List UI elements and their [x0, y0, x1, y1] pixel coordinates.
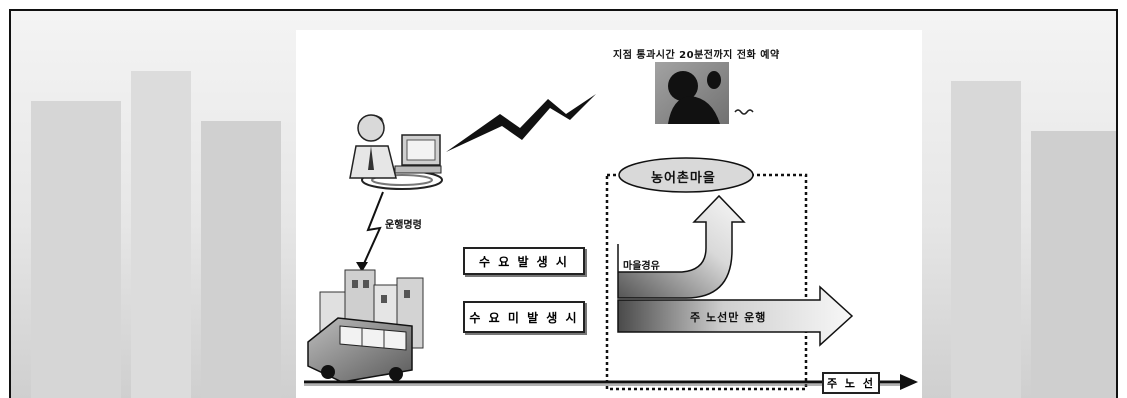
demand-zone-boundary: [605, 173, 808, 391]
background-building: [31, 101, 121, 398]
main-route-label: 주 노 선: [822, 372, 880, 394]
dispatch-arrow: [356, 191, 384, 272]
village-label: 농어촌마을: [651, 171, 716, 186]
background-building: [951, 81, 1021, 398]
demand-occurs-box: 수 요 발 생 시: [463, 247, 585, 275]
main-only-arrow: [617, 285, 854, 347]
telephone-caller-icon: [655, 62, 754, 124]
main-route-line: [304, 374, 918, 390]
detour-label: 마을경유: [623, 261, 660, 272]
person-at-computer-icon: [349, 114, 443, 190]
bus-city-icon: [307, 269, 424, 383]
background-building: [201, 121, 281, 398]
village-ellipse: [618, 157, 754, 193]
main-only-label: 주 노선만 운행: [690, 311, 767, 324]
reservation-note: 지점 통과시간 20분전까지 전화 예약: [613, 50, 780, 61]
lightning-signal-icon: [446, 94, 596, 152]
background-building: [1031, 131, 1116, 398]
detour-arrow: [617, 194, 746, 299]
background-building: [131, 71, 191, 398]
dispatch-label: 운행명령: [385, 220, 422, 231]
no-demand-box: 수 요 미 발 생 시: [463, 301, 585, 333]
